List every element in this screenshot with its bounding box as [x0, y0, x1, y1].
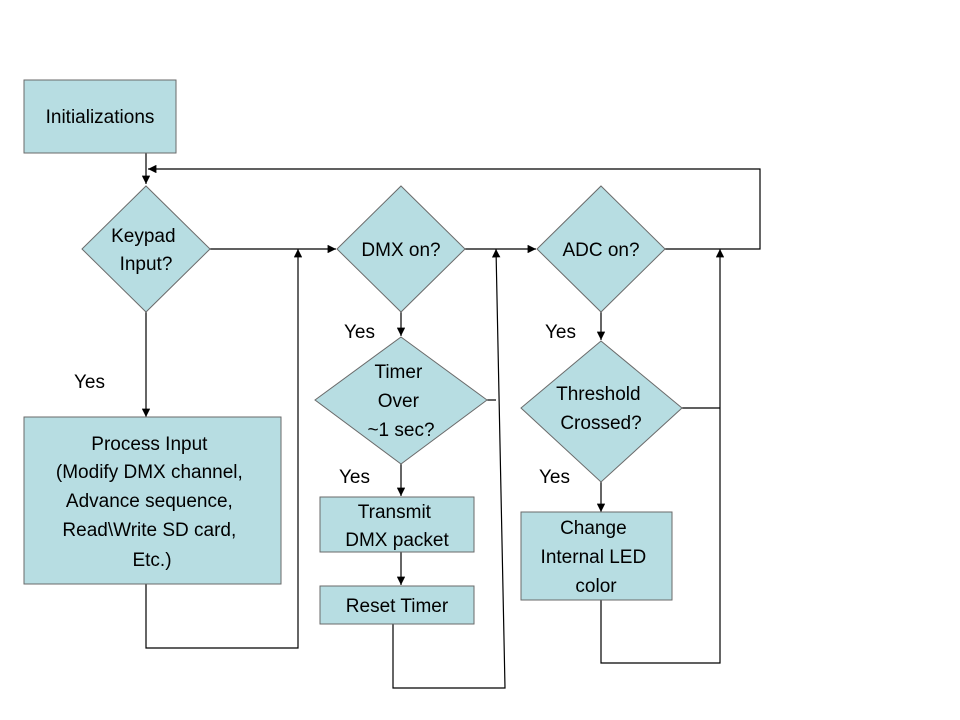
node-keypad-input-label: Keypad Input? — [111, 226, 181, 275]
node-keypad-input: Keypad Input? — [81, 185, 211, 313]
node-process-input-label: Process Input (Modify DMX channel, Advan… — [56, 434, 248, 571]
edge-label-adc-yes: Yes — [545, 322, 576, 343]
node-change-led: Change Internal LED color — [520, 511, 673, 601]
edge-led-return — [600, 248, 725, 664]
node-dmx-on: DMX on? — [336, 185, 466, 313]
node-adc-on: ADC on? — [536, 185, 666, 313]
node-timer-over: Timer Over ~1 sec? — [314, 336, 488, 465]
edge-adc-loop-back — [148, 164, 761, 250]
node-threshold-crossed: Threshold Crossed? — [520, 340, 683, 483]
node-dmx-on-label: DMX on? — [361, 240, 440, 261]
node-process-input: Process Input (Modify DMX channel, Advan… — [23, 416, 282, 585]
node-reset-timer-label: Reset Timer — [346, 596, 449, 617]
edge-label-keypad-yes: Yes — [74, 372, 105, 393]
node-transmit-dmx-label: Transmit DMX packet — [345, 502, 449, 551]
edge-label-threshold-yes: Yes — [539, 467, 570, 488]
node-adc-on-label: ADC on? — [562, 240, 639, 261]
edge-reset-return — [392, 248, 506, 689]
node-initializations: Initializations — [23, 79, 177, 154]
connectors — [141, 153, 761, 689]
node-change-led-label: Change Internal LED color — [541, 518, 652, 597]
node-initializations-label: Initializations — [46, 107, 155, 128]
edge-process-return — [145, 248, 303, 649]
node-timer-over-label: Timer Over ~1 sec? — [367, 362, 434, 441]
edge-label-timer-yes: Yes — [339, 467, 370, 488]
edge-label-dmx-yes: Yes — [344, 322, 375, 343]
node-transmit-dmx: Transmit DMX packet — [319, 496, 475, 553]
node-reset-timer: Reset Timer — [319, 585, 475, 625]
node-threshold-crossed-label: Threshold Crossed? — [556, 384, 646, 434]
